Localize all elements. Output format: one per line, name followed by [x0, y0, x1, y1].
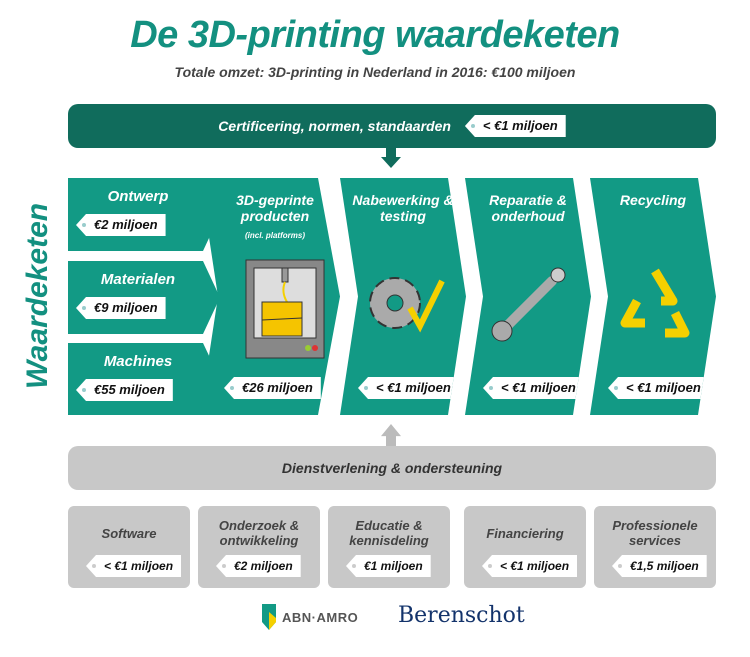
value-tag: €2 miljoen	[76, 214, 166, 236]
services-banner: Dienstverlening & ondersteuning	[68, 446, 716, 490]
side-label: Waardeketen	[21, 202, 54, 390]
chain-item-recycling: Recycling < €1 miljoen	[590, 178, 716, 415]
service-card-software: Software < €1 miljoen	[68, 506, 190, 588]
value-tag: < €1 miljoen	[483, 377, 584, 399]
certification-banner: Certificering, normen, standaarden < €1 …	[68, 104, 716, 148]
page-title: De 3D-printing waardeketen	[130, 14, 620, 56]
value-tag: €1,5 miljoen	[612, 555, 707, 577]
item-label: Nabewerking & testing	[352, 192, 454, 224]
chain-item-producten: 3D-geprinte producten (incl. platforms) …	[200, 178, 340, 415]
value-tag: < €1 miljoen	[464, 115, 566, 137]
value-tag: < €1 miljoen	[608, 377, 709, 399]
chain-item-nabewerking: Nabewerking & testing < €1 miljoen	[340, 178, 466, 415]
item-label: Reparatie & onderhoud	[489, 192, 567, 224]
value-tag: < €1 miljoen	[86, 555, 182, 577]
chain-item-machines: Machines €55 miljoen	[68, 343, 220, 415]
recycle-icon	[620, 268, 690, 338]
value-tag: < €1 miljoen	[482, 555, 578, 577]
wrench-icon	[491, 267, 566, 342]
service-label: Professionele services	[612, 518, 698, 548]
service-card-professionele: Professionele services €1,5 miljoen	[594, 506, 716, 588]
service-label: Educatie & kennisdeling	[349, 518, 429, 548]
service-label: Software	[101, 525, 157, 541]
chain-item-reparatie: Reparatie & onderhoud < €1 miljoen	[465, 178, 591, 415]
item-note: (incl. platforms)	[244, 231, 305, 240]
chain-item-materialen: Materialen €9 miljoen	[68, 261, 220, 334]
value-tag: €9 miljoen	[76, 297, 166, 319]
abn-amro-text: ABN·AMRO	[282, 609, 359, 625]
item-label: Ontwerp	[107, 188, 169, 205]
service-label: Onderzoek & ontwikkeling	[218, 518, 300, 548]
item-label: Machines	[103, 353, 173, 370]
item-label: 3D-geprinte producten	[236, 192, 314, 224]
abn-amro-logo: ABN·AMRO	[262, 604, 358, 630]
value-tag: < €1 miljoen	[358, 377, 459, 399]
service-card-onderzoek: Onderzoek & ontwikkeling €2 miljoen	[198, 506, 320, 588]
value-tag: €1 miljoen	[346, 555, 431, 577]
banner-label: Certificering, normen, standaarden	[218, 118, 451, 134]
service-label: Financiering	[486, 525, 564, 541]
arrow-down-icon	[381, 148, 401, 168]
service-card-financiering: Financiering < €1 miljoen	[464, 506, 586, 588]
value-tag: €55 miljoen	[76, 379, 173, 401]
3d-printer-icon	[245, 259, 325, 359]
gear-check-icon	[369, 277, 445, 333]
subtitle: Totale omzet: 3D-printing in Nederland i…	[174, 64, 576, 80]
item-label: Materialen	[100, 271, 176, 288]
berenschot-logo: Berenschot	[398, 603, 525, 628]
service-card-educatie: Educatie & kennisdeling €1 miljoen	[328, 506, 450, 588]
value-tag: €26 miljoen	[224, 377, 321, 399]
item-label: Recycling	[619, 192, 687, 208]
chain-item-ontwerp: Ontwerp €2 miljoen	[68, 178, 220, 251]
value-tag: €2 miljoen	[216, 555, 301, 577]
arrow-up-icon	[381, 424, 401, 446]
abn-shield-icon	[262, 604, 276, 630]
